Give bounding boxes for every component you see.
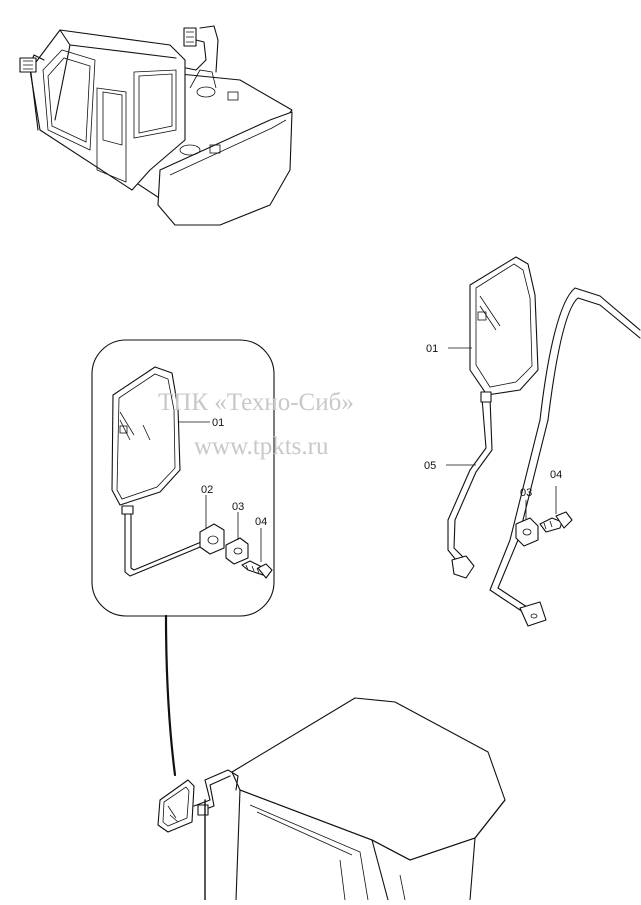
- label-04: 04: [255, 516, 267, 528]
- cab-bottom: [157, 697, 506, 901]
- right-assembly: 01 05 03 04: [424, 256, 641, 627]
- detail-bolt: [241, 560, 273, 579]
- label-03: 03: [232, 501, 244, 513]
- detail-mirror: [111, 366, 181, 506]
- right-label-01: 01: [426, 343, 438, 355]
- detail-stay: [121, 505, 207, 577]
- detail-clamp: [225, 537, 249, 565]
- detail-leader: [164, 614, 177, 777]
- watermark: ТПК «Техно-Сиб» www.tpkts.ru: [158, 389, 354, 460]
- right-label-04: 04: [550, 469, 562, 481]
- label-02: 02: [201, 484, 213, 496]
- right-label-05: 05: [424, 460, 436, 472]
- watermark-url: www.tpkts.ru: [194, 433, 329, 460]
- detail-frame: [91, 339, 275, 617]
- label-01: 01: [212, 417, 224, 429]
- detail-bracket: [199, 523, 225, 555]
- right-label-03: 03: [520, 487, 532, 499]
- cab-overview: [19, 25, 293, 226]
- detail-callout: 01 02 03 04: [91, 339, 275, 617]
- watermark-company: ТПК «Техно-Сиб»: [158, 389, 354, 416]
